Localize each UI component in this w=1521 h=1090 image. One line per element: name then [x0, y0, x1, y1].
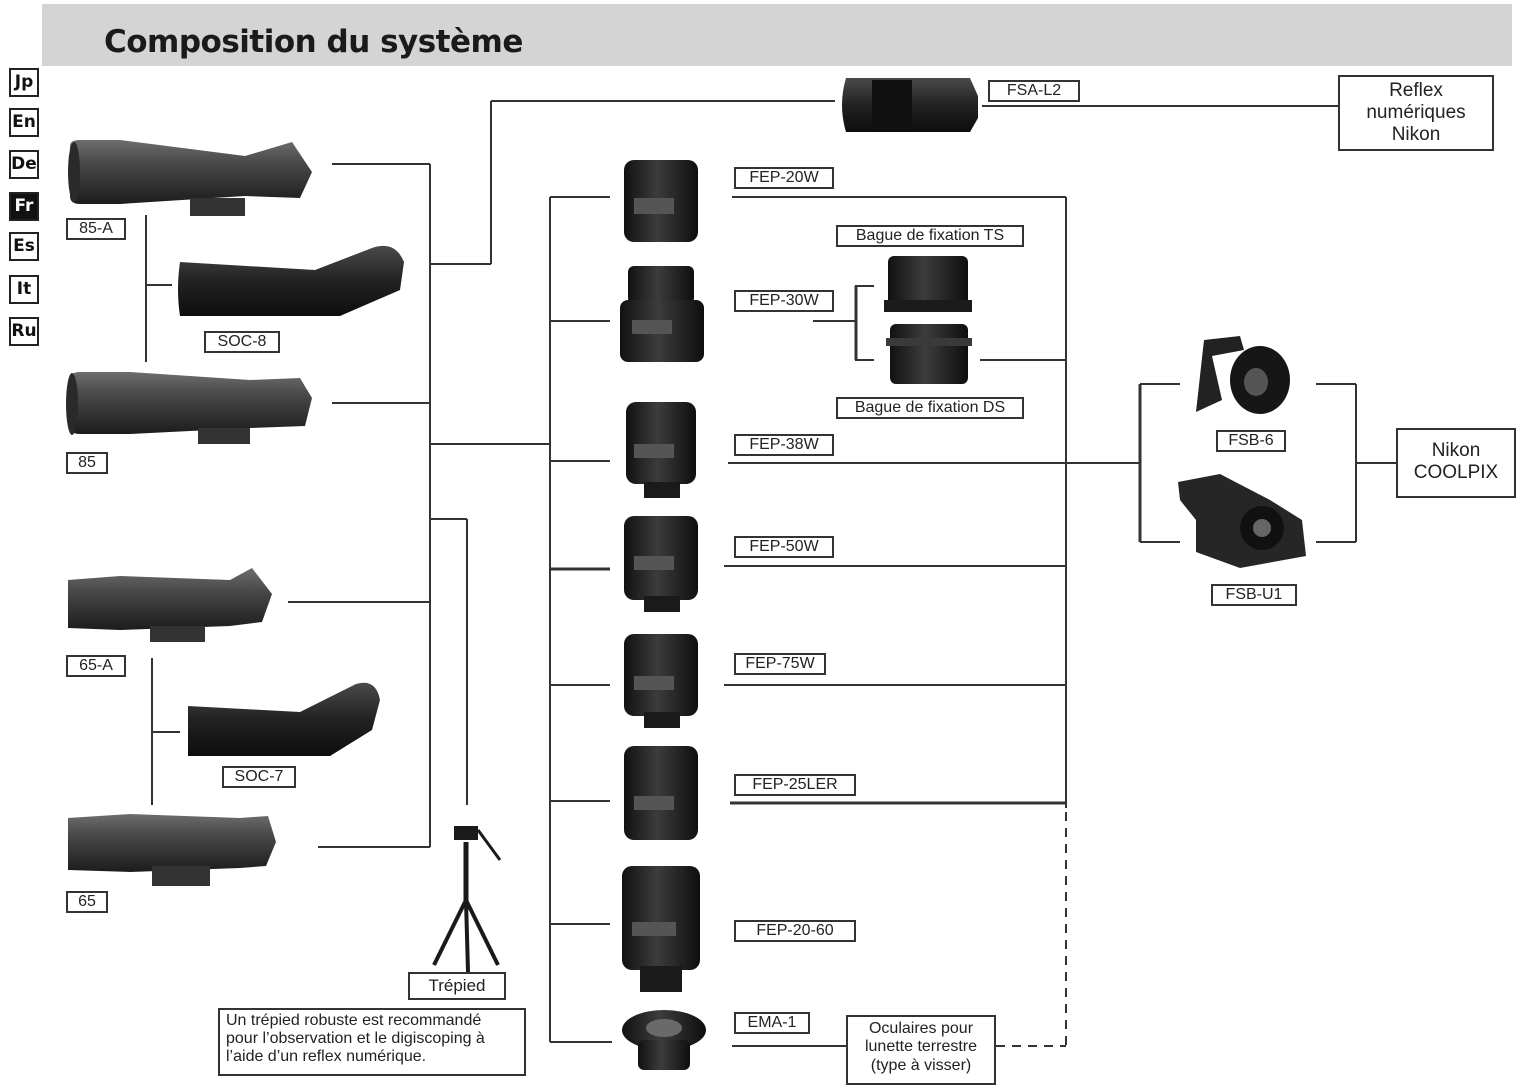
label-ring-ds: Bague de fixation DS — [836, 397, 1024, 419]
label-fep75w: FEP-75W — [734, 653, 826, 675]
label-fsbu1: FSB-U1 — [1211, 584, 1297, 606]
scope-65-image — [68, 814, 276, 886]
scope-85a-image — [68, 140, 312, 216]
label-fsb6: FSB-6 — [1216, 430, 1286, 452]
label-fep2060: FEP-20-60 — [734, 920, 856, 942]
eyepiece-fep25ler-image — [624, 746, 698, 840]
tripod-note-line-3: l’aide d’un reflex numérique. — [226, 1047, 427, 1065]
eyepiece-fep50w-image — [624, 516, 698, 612]
tripod-note-line-1: Un trépied robuste est recommandé — [226, 1012, 482, 1029]
eyepiece-fep38w-image — [626, 402, 696, 498]
tripod-image — [432, 826, 502, 973]
ring-ts-image — [884, 256, 972, 312]
label-fep30w: FEP-30W — [734, 290, 834, 312]
label-fep38w: FEP-38W — [734, 434, 834, 456]
label-85a: 85-A — [66, 218, 126, 240]
label-85: 85 — [66, 452, 108, 474]
lang-tab-jp[interactable]: Jp — [9, 68, 39, 97]
case-soc7-image — [188, 682, 380, 756]
page-title: Composition du système — [104, 24, 523, 60]
label-65a: 65-A — [66, 655, 126, 677]
case-soc8-image — [178, 245, 404, 316]
label-tripod: Trépied — [408, 972, 506, 1000]
label-soc7: SOC-7 — [222, 766, 296, 788]
box-nikon-coolpix: Nikon COOLPIX — [1396, 428, 1516, 498]
terrestrial-line-1: Oculaires pour — [868, 1020, 974, 1037]
adapter-fsal2-image — [842, 78, 978, 132]
scope-85-image — [66, 372, 312, 444]
tripod-note: Un trépied robuste est recommandé pour l… — [218, 1008, 526, 1076]
box-reflex-nikon: Reflex numériques Nikon — [1338, 75, 1494, 151]
coolpix-line-2: COOLPIX — [1413, 461, 1499, 483]
eyepiece-fep30w-image — [620, 266, 704, 362]
label-ring-ts: Bague de fixation TS — [836, 225, 1024, 247]
tripod-note-line-2: pour l’observation et le digiscoping à — [226, 1029, 485, 1047]
eyepiece-fep75w-image — [624, 634, 698, 728]
reflex-line-1: Reflex — [1389, 80, 1443, 101]
eyepiece-fep20w-image — [624, 160, 698, 242]
label-65: 65 — [66, 891, 108, 913]
bracket-fsb6-image — [1196, 336, 1290, 414]
label-fep20w: FEP-20W — [734, 167, 834, 189]
scope-65a-image — [68, 568, 272, 642]
lang-tab-fr[interactable]: Fr — [9, 192, 39, 221]
box-terrestrial-eyepieces: Oculaires pour lunette terrestre (type à… — [846, 1015, 996, 1085]
label-ema1: EMA-1 — [734, 1012, 810, 1034]
lang-tab-es[interactable]: Es — [9, 232, 39, 261]
header-bar — [42, 4, 1512, 66]
lang-tab-it[interactable]: It — [9, 275, 39, 304]
eyepiece-ema1-image — [622, 1010, 706, 1070]
lang-tab-ru[interactable]: Ru — [9, 317, 39, 346]
label-fep25ler: FEP-25LER — [734, 774, 856, 796]
terrestrial-line-3: (type à visser) — [870, 1056, 972, 1074]
label-fsal2: FSA-L2 — [988, 80, 1080, 102]
reflex-line-3: Nikon — [1391, 123, 1441, 145]
label-soc8: SOC-8 — [204, 331, 280, 353]
bracket-fsbu1-image — [1178, 474, 1306, 568]
lang-tab-en[interactable]: En — [9, 108, 39, 137]
coolpix-line-1: Nikon — [1431, 440, 1481, 461]
terrestrial-line-2: lunette terrestre — [864, 1038, 978, 1056]
label-fep50w: FEP-50W — [734, 536, 834, 558]
eyepiece-fep2060-image — [622, 866, 700, 992]
reflex-line-2: numériques — [1366, 101, 1466, 123]
lang-tab-de[interactable]: De — [9, 150, 39, 179]
ring-ds-image — [886, 324, 972, 384]
